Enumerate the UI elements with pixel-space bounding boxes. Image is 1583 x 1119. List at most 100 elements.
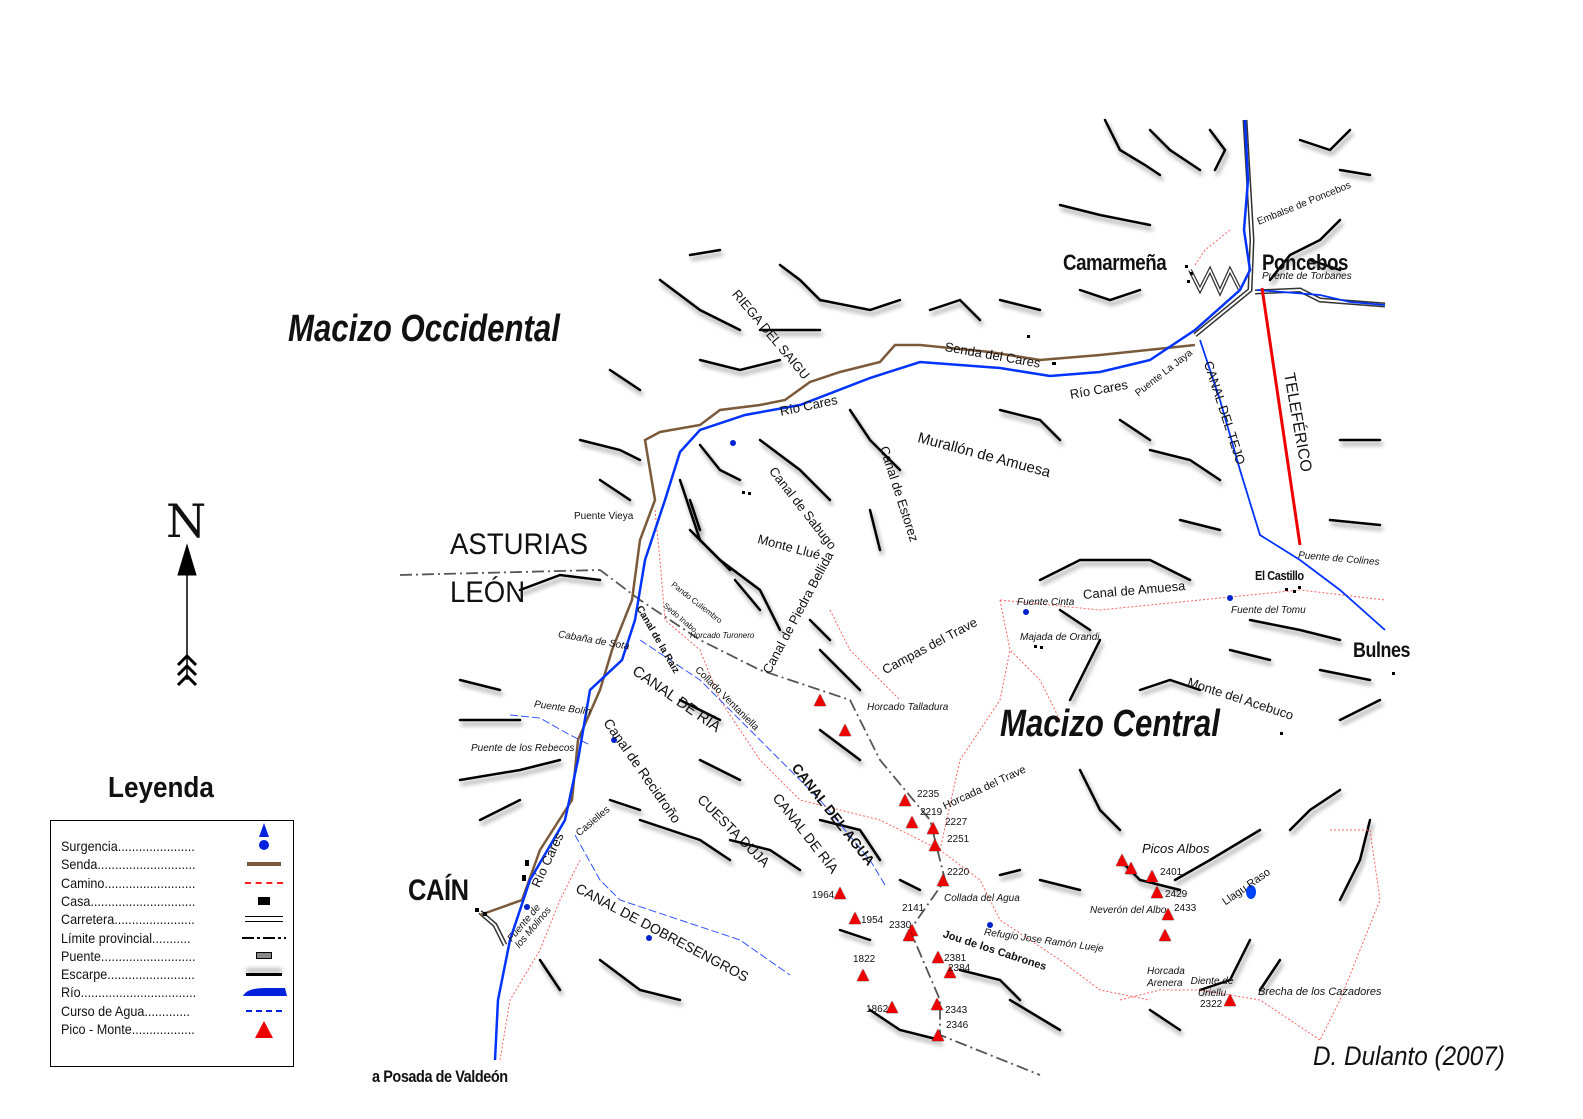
river-shape <box>241 983 287 1001</box>
town-label-el-castillo: El Castillo <box>1255 568 1304 583</box>
escarpment-line <box>678 698 722 722</box>
peak-icon <box>906 816 918 828</box>
escarpment-line <box>1338 818 1372 902</box>
escarpment-line <box>778 263 822 302</box>
escarpment-line <box>1078 768 1122 832</box>
town-label-cain: CAÍN <box>408 874 469 907</box>
escarpment-line <box>868 1008 942 1042</box>
place-label: Puente de los Rebecos <box>471 743 575 754</box>
province-label-leon: LEÓN <box>450 576 526 609</box>
peak-icon <box>1146 870 1158 882</box>
place-label: Puente Vieya <box>574 511 634 522</box>
escarpment-line <box>1328 518 1382 527</box>
escarpment-line <box>638 818 732 862</box>
camino-path <box>999 599 1061 721</box>
escarpment-line <box>688 498 702 532</box>
escarpment-line <box>958 968 1022 1002</box>
legend-item-label: Escarpe......................... <box>61 966 195 983</box>
escarpment-line <box>1268 218 1342 282</box>
legend-item: Carretera....................... <box>61 910 210 928</box>
stream-line <box>241 1002 287 1020</box>
legend-item-label: Camino.......................... <box>61 874 196 891</box>
legend: Surgencia......................Senda....… <box>50 820 294 1067</box>
legend-item-label: Casa.............................. <box>61 892 196 909</box>
camino-path <box>499 859 581 1061</box>
rivers <box>493 119 1386 1061</box>
legend-item-label: Curso de Agua............. <box>61 1002 190 1019</box>
peak-icon <box>1125 862 1137 874</box>
escarpment-line <box>1198 938 1252 992</box>
teleferico-line <box>1260 287 1302 546</box>
peak-icon <box>886 1001 898 1013</box>
escarpments <box>458 118 1382 1042</box>
escarpment-line <box>678 478 732 572</box>
escarpment-line <box>818 818 882 862</box>
escarpment-line <box>1248 618 1342 642</box>
bridge-icon <box>241 947 287 965</box>
escarpment-line <box>578 438 642 462</box>
peak-icon <box>903 929 915 941</box>
peak-elevation: 2219 <box>920 807 943 818</box>
peak-icon <box>932 1029 944 1041</box>
peak-elevation: 2220 <box>947 867 970 878</box>
peak-icon <box>1162 908 1174 920</box>
peak-icon <box>1224 994 1236 1006</box>
peak-icon <box>241 1020 287 1038</box>
region-label-macizo-central: Macizo Central <box>1000 703 1220 745</box>
place-label: Neverón del Albo <box>1090 905 1167 916</box>
escarpment-line <box>598 958 682 1002</box>
peak-elevation: 2343 <box>945 1005 968 1016</box>
escarpment-line <box>998 868 1022 877</box>
peak-icon <box>1151 886 1163 898</box>
escarpment-line <box>698 758 742 782</box>
escarpment-line <box>1228 648 1272 662</box>
place-label: Horcada Arenera <box>1147 966 1185 989</box>
peak-icon <box>1159 929 1171 941</box>
peak-elevation: 1862 <box>866 1004 889 1015</box>
peak-elevation: 1822 <box>853 954 876 965</box>
peak-icon <box>857 969 869 981</box>
provincial-boundary <box>399 569 1041 1076</box>
escarpment-line <box>1288 788 1342 832</box>
peak-elevation: 2251 <box>947 834 970 845</box>
escarpment-line <box>758 438 832 502</box>
escarpment-line <box>998 408 1062 442</box>
escarpment-line <box>1148 1008 1182 1032</box>
escarpment-line <box>698 443 742 482</box>
north-label: N <box>166 494 207 548</box>
peak-elevation: 2433 <box>1174 903 1197 914</box>
north-arrow-icon <box>176 543 198 687</box>
peak-icon <box>927 822 939 834</box>
peak-icon <box>944 966 956 978</box>
escarpment-line <box>1173 828 1262 882</box>
springs <box>524 440 1233 941</box>
escarpment-line <box>241 965 287 983</box>
escarpment-line <box>818 728 862 762</box>
escarpment-line <box>1308 258 1342 272</box>
escarpment-line <box>538 958 562 992</box>
region-label-macizo-occidental: Macizo Occidental <box>288 308 560 350</box>
escarpment-line <box>1208 128 1227 172</box>
escarpment-line <box>1338 698 1382 722</box>
legend-item: Escarpe......................... <box>61 965 210 983</box>
legend-item-label: Pico - Monte.................. <box>61 1021 195 1037</box>
escarpment-line <box>838 928 872 942</box>
escarpment-line <box>1338 168 1372 177</box>
escarpment-line <box>1148 128 1202 172</box>
escarpment-line <box>518 573 602 592</box>
legend-item: Puente........................... <box>61 947 210 965</box>
legend-item: Curso de Agua............. <box>61 1002 204 1020</box>
place-label: Fuente Cinta <box>1017 597 1075 608</box>
camino-path <box>1119 989 1321 1041</box>
town-label-poncebos: Poncebos <box>1262 250 1348 275</box>
legend-item-label: Río................................. <box>61 984 197 1001</box>
escarpment-line <box>598 478 632 502</box>
escarpment-line <box>1178 518 1222 532</box>
escarpment-line <box>728 838 802 872</box>
peak-icon <box>932 951 944 963</box>
peak-icon <box>834 887 846 899</box>
peak-elevation: 1954 <box>861 915 884 926</box>
lake-llagu-raso <box>1246 885 1256 899</box>
